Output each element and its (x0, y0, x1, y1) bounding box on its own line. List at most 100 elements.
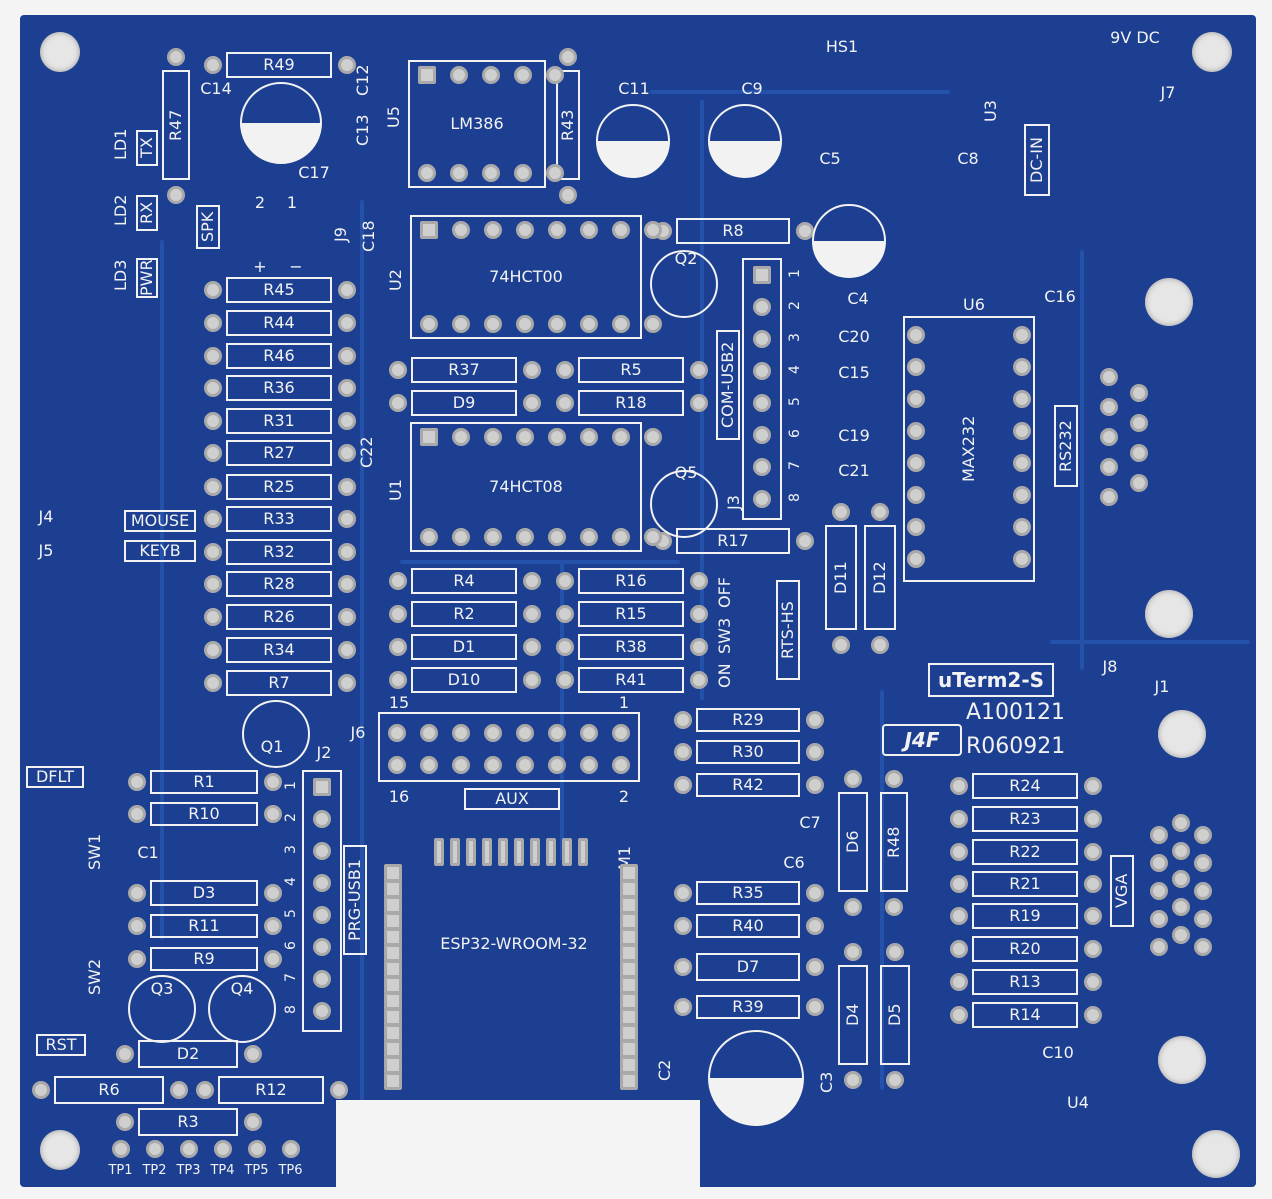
vga-pin (1172, 842, 1190, 860)
transistor-outline (650, 250, 718, 318)
ic-pin (907, 358, 925, 376)
esp32-pad (466, 838, 476, 866)
solder-pad (806, 998, 824, 1016)
silk-u1: U1 (386, 479, 405, 501)
silk-j1: J1 (1154, 677, 1170, 696)
silk-j2: J2 (316, 743, 332, 762)
silk-74hct08: 74HCT08 (410, 422, 642, 552)
esp32-pad (546, 838, 556, 866)
ic-pin (1013, 390, 1031, 408)
solder-pad (389, 638, 407, 656)
ic-pin (516, 315, 534, 333)
silk-dcin: DC-IN (1024, 124, 1050, 196)
solder-pad (116, 1113, 134, 1131)
silk-d4: D4 (838, 965, 868, 1065)
silk-r42: R42 (696, 773, 800, 797)
header-pin (753, 458, 771, 476)
solder-pad (556, 361, 574, 379)
ic-pin (418, 164, 436, 182)
solder-pad (1084, 1006, 1102, 1024)
solder-pad (690, 361, 708, 379)
copper-trace (400, 560, 680, 564)
silk-spk: SPK (196, 205, 220, 249)
header-pin (452, 756, 470, 774)
silk-rev2: R060921 (966, 734, 1066, 759)
header-pin (313, 778, 331, 796)
silk-tp3: TP3 (176, 1162, 201, 1178)
silk-r9: R9 (150, 947, 258, 971)
ic-pin (1013, 486, 1031, 504)
esp32-pad (620, 1072, 638, 1090)
silk-r33: R33 (226, 506, 332, 532)
header-pin (580, 724, 598, 742)
esp32-pad (498, 838, 508, 866)
solder-pad (244, 1045, 262, 1063)
test-point (248, 1140, 266, 1158)
silk-sw1: SW1 (85, 833, 104, 871)
esp32-pad (434, 838, 444, 866)
silk-r14: R14 (972, 1002, 1078, 1028)
pin-number: 4 (283, 877, 299, 887)
vga-pin (1194, 826, 1212, 844)
silk-c14: C14 (200, 79, 232, 98)
silk-u5: U5 (384, 106, 403, 128)
ic-pin (907, 518, 925, 536)
solder-pad (559, 186, 577, 204)
copper-trace (1080, 250, 1084, 670)
ic-pin (482, 66, 500, 84)
solder-pad (523, 361, 541, 379)
solder-pad (690, 638, 708, 656)
solder-pad (950, 1006, 968, 1024)
solder-pad (167, 48, 185, 66)
ic-pin (612, 528, 630, 546)
header-pin (313, 874, 331, 892)
silk-j5: J5 (38, 541, 54, 560)
ic-pin (907, 486, 925, 504)
pin-number: 1 (787, 269, 803, 279)
ic-pin (418, 66, 436, 84)
header-pin (753, 490, 771, 508)
test-point (146, 1140, 164, 1158)
header-pin (753, 394, 771, 412)
silk-r49: R49 (226, 52, 332, 78)
silk-u4: U4 (1067, 1093, 1089, 1112)
silk-c8: C8 (957, 149, 979, 168)
solder-pad (523, 394, 541, 412)
ic-pin (420, 315, 438, 333)
silk-j3: J3 (724, 495, 743, 511)
header-pin (313, 970, 331, 988)
silk-r38: R38 (578, 634, 684, 660)
solder-pad (204, 575, 222, 593)
silk-j4: J4 (38, 507, 54, 526)
header-pin (313, 1002, 331, 1020)
mounting-hole (1192, 1130, 1240, 1178)
header-pin (753, 330, 771, 348)
silk-r30: R30 (696, 740, 800, 764)
solder-pad (674, 917, 692, 935)
rs232-pin (1100, 428, 1118, 446)
solder-pad (330, 1081, 348, 1099)
header-pin (388, 724, 406, 742)
solder-pad (389, 605, 407, 623)
solder-pad (674, 884, 692, 902)
silk-j9minus: − (289, 257, 303, 276)
vga-pin (1172, 898, 1190, 916)
silk-c20: C20 (838, 327, 870, 346)
silk-hs1: HS1 (825, 37, 859, 56)
ic-pin (1013, 326, 1031, 344)
ic-pin (580, 428, 598, 446)
silk-sw3: SW3 (715, 617, 734, 655)
solder-pad (244, 1113, 262, 1131)
silk-c21: C21 (838, 461, 870, 480)
mounting-hole (40, 1130, 80, 1170)
header-pin (313, 810, 331, 828)
solder-pad (556, 394, 574, 412)
silk-r36: R36 (226, 375, 332, 401)
header-pin (313, 906, 331, 924)
solder-pad (806, 743, 824, 761)
solder-pad (338, 314, 356, 332)
header-pin (484, 724, 502, 742)
silk-c12: C12 (353, 64, 372, 96)
solder-pad (832, 503, 850, 521)
copper-trace (650, 90, 950, 94)
